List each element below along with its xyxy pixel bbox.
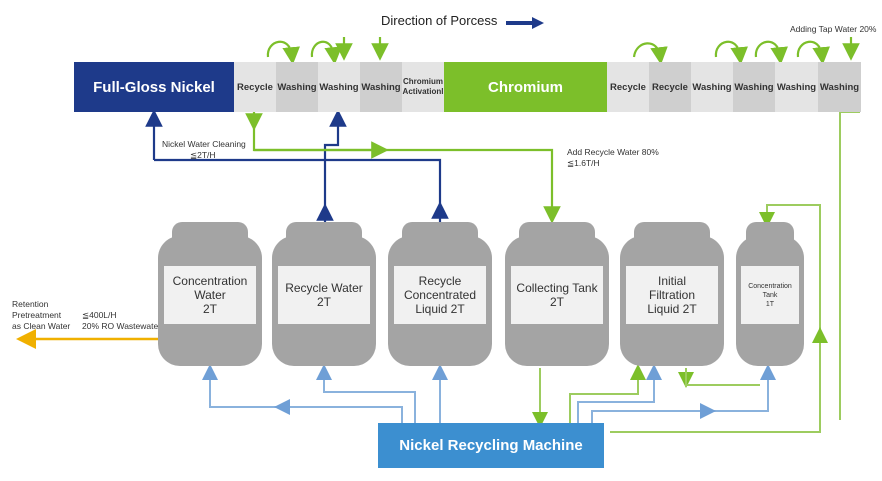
tank-label-line: 2T	[202, 302, 217, 316]
stage-cell: Washing	[818, 62, 861, 112]
tank-label-line: 2T	[549, 295, 564, 309]
tank-label-line: Concentration	[172, 274, 248, 288]
tank-label-line: Liquid 2T	[647, 302, 697, 316]
retention-ro: 20% RO Wastewater	[82, 321, 162, 331]
stage-cell: Washing	[276, 62, 318, 112]
tank-label-line: 1T	[765, 300, 775, 308]
stage-cell: Washing	[318, 62, 360, 112]
process-bar: Full-Gloss Nickel Recycle Washing Washin…	[74, 62, 861, 112]
activation-line-2: Activationl	[402, 87, 444, 96]
add-recycle-label: Add Recycle Water 80% ≦1.6T/H	[567, 147, 659, 169]
stage-cell: Recycle	[607, 62, 649, 112]
direction-label: Direction of Porcess	[381, 13, 498, 28]
retention-values: ≦400L/H 20% RO Wastewater	[82, 310, 161, 332]
tank-label-line: Concentrated	[403, 288, 477, 302]
tank-label-line: Recycle Water	[285, 281, 363, 295]
tank-label-line: Tank	[762, 291, 778, 299]
tank-label-line: 2T	[316, 295, 331, 309]
direction-arrow	[506, 17, 544, 29]
chromium-activation-cell: Chromium Activationl	[402, 62, 444, 112]
adding-tap-water-label: Adding Tap Water 20%	[790, 24, 877, 34]
add-recycle-rate: ≦1.6T/H	[567, 158, 600, 168]
tank-label-line: Collecting Tank	[516, 281, 598, 295]
stage-cell: Washing	[691, 62, 733, 112]
tank-label-line: Filtration	[648, 288, 695, 302]
stage-cell: Washing	[360, 62, 402, 112]
nickel-recycling-machine: Nickel Recycling Machine	[378, 423, 604, 468]
nickel-cleaning-rate: ≦2T/H	[190, 150, 216, 160]
tank-label-line: Recycle	[418, 274, 462, 288]
tank-label-line: Liquid 2T	[415, 302, 465, 316]
nickel-cleaning-text: Nickel Water Cleaning	[162, 139, 246, 149]
chromium-stage: Chromium	[444, 62, 607, 112]
top-curved-arrows	[266, 37, 860, 65]
stage-cell: Recycle	[234, 62, 276, 112]
retention-text-3: as Clean Water	[12, 321, 71, 331]
stage-cell: Washing	[733, 62, 775, 112]
retention-label: Retention Pretreatment as Clean Water	[12, 299, 70, 332]
tank-label-line: Water	[194, 288, 226, 302]
full-gloss-nickel-stage: Full-Gloss Nickel	[74, 62, 234, 112]
tank-label-line: Concentration	[748, 282, 792, 290]
add-recycle-text: Add Recycle Water 80%	[567, 147, 659, 157]
activation-line-1: Chromium	[403, 77, 443, 86]
retention-text-1: Retention	[12, 299, 49, 309]
tank-label-line: Initial	[657, 274, 686, 288]
retention-text-2: Pretreatment	[12, 310, 62, 320]
retention-rate: ≦400L/H	[82, 310, 117, 320]
nickel-cleaning-label: Nickel Water Cleaning ≦2T/H	[162, 139, 246, 161]
stage-cell: Recycle	[649, 62, 691, 112]
stage-cell: Washing	[775, 62, 818, 112]
